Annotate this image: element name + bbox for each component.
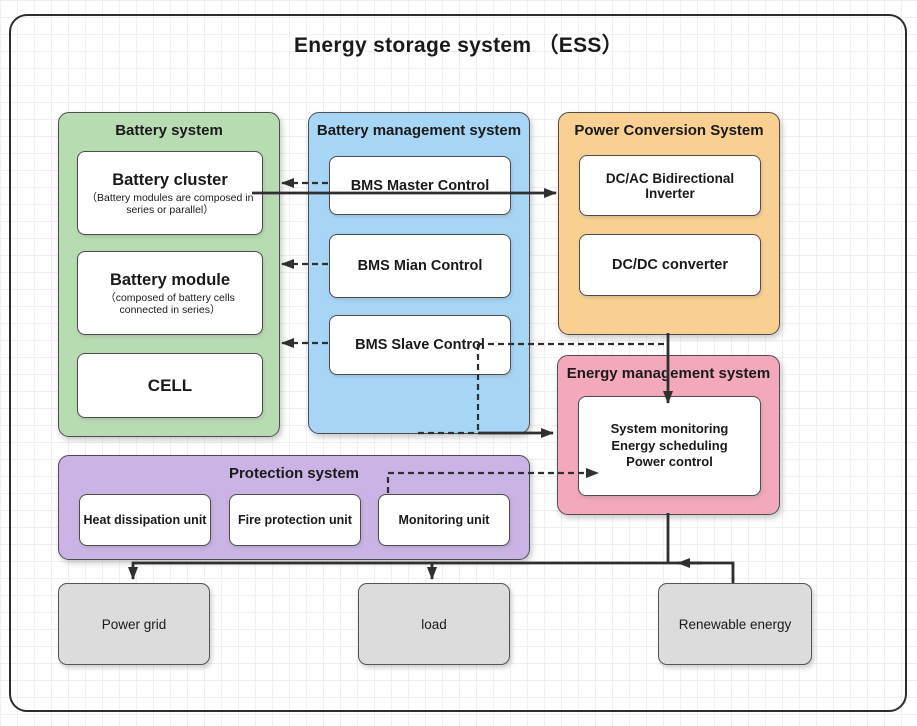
power-grid-box: Power grid xyxy=(58,583,210,665)
battery-system-block: Battery system Battery cluster （Battery … xyxy=(58,112,280,437)
battery-cluster-title: Battery cluster xyxy=(112,170,228,189)
bms-master-label: BMS Master Control xyxy=(350,177,490,194)
diagram-title: Energy storage system （ESS） xyxy=(293,34,624,57)
ems-functions-box: System monitoring Energy scheduling Powe… xyxy=(578,396,761,496)
pcs-inverter-label: DC/AC Bidirectional Inverter xyxy=(605,170,735,201)
load-label: load xyxy=(421,616,447,632)
bms-mian-label: BMS Mian Control xyxy=(357,258,483,274)
ems-line-power: Power control xyxy=(626,454,713,470)
fire-protection-label: Fire protection unit xyxy=(238,513,352,527)
ems-block: Energy management system System monitori… xyxy=(557,355,780,515)
battery-module-title: Battery module xyxy=(109,270,231,289)
pcs-inverter-box: DC/AC Bidirectional Inverter xyxy=(579,155,761,216)
protection-block: Protection system Heat dissipation unit … xyxy=(58,455,530,560)
bms-block: Battery management system BMS Master Con… xyxy=(308,112,530,434)
battery-system-title: Battery system xyxy=(115,122,223,139)
monitoring-unit-box: Monitoring unit xyxy=(378,494,510,546)
bms-master-box: BMS Master Control xyxy=(329,156,511,215)
bms-slave-box: BMS Slave Control xyxy=(329,315,511,375)
power-grid-label: Power grid xyxy=(101,616,167,632)
bms-mian-box: BMS Mian Control xyxy=(329,234,511,298)
load-box: load xyxy=(358,583,510,665)
pcs-converter-label: DC/DC converter xyxy=(611,257,729,273)
renewable-energy-label: Renewable energy xyxy=(678,616,792,632)
monitoring-unit-label: Monitoring unit xyxy=(398,513,490,527)
ems-line-scheduling: Energy scheduling xyxy=(611,437,728,453)
protection-title: Protection system xyxy=(228,465,360,482)
battery-cluster-box: Battery cluster （Battery modules are com… xyxy=(77,151,263,235)
battery-module-box: Battery module （composed of battery cell… xyxy=(77,251,263,335)
ems-line-monitoring: System monitoring xyxy=(610,421,729,437)
ems-title: Energy management system xyxy=(566,365,771,382)
pcs-title: Power Conversion System xyxy=(574,122,764,139)
cell-box: CELL xyxy=(77,353,263,418)
fire-protection-box: Fire protection unit xyxy=(229,494,361,546)
cell-title: CELL xyxy=(147,375,193,395)
renewable-energy-box: Renewable energy xyxy=(658,583,812,665)
heat-dissipation-box: Heat dissipation unit xyxy=(79,494,211,546)
heat-dissipation-label: Heat dissipation unit xyxy=(83,513,207,527)
battery-cluster-subtitle: （Battery modules are composed in series … xyxy=(86,191,254,217)
outer-frame xyxy=(9,14,907,712)
pcs-converter-box: DC/DC converter xyxy=(579,234,761,296)
pcs-block: Power Conversion System DC/AC Bidirectio… xyxy=(558,112,780,335)
bms-slave-label: BMS Slave Control xyxy=(355,337,485,353)
battery-module-subtitle: （composed of battery cells connected in … xyxy=(105,291,235,317)
bms-title: Battery management system xyxy=(316,122,522,139)
